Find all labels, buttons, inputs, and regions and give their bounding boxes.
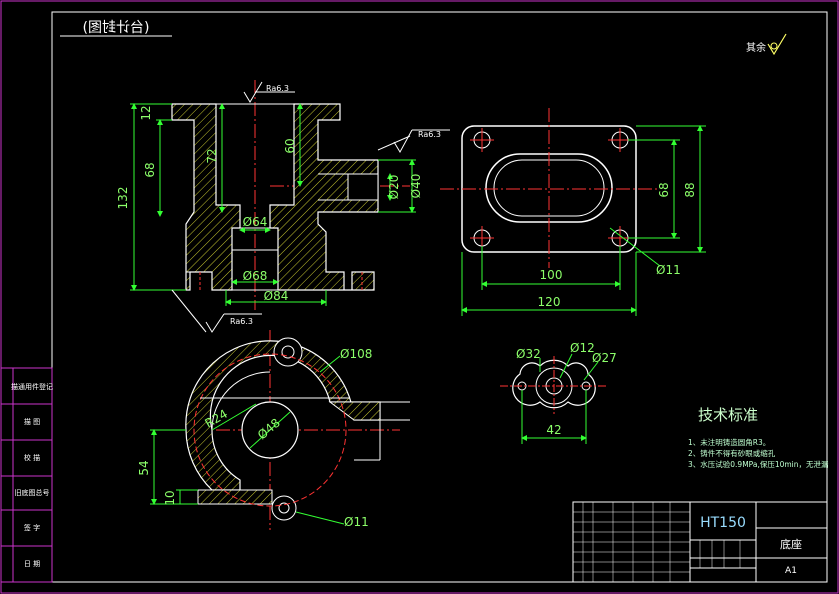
dim-132: 132 — [116, 187, 130, 210]
dim-top-68: 68 — [657, 182, 671, 197]
dim-d20: Ø20 — [387, 175, 401, 200]
gasket-detail — [500, 356, 608, 414]
dim-top-100: 100 — [540, 268, 563, 282]
side-label-3: 旧底图总号 — [15, 488, 50, 497]
side-label-0: 描通用件登记 — [11, 382, 53, 391]
top-dimensions: 68 88 100 120 Ø11 — [461, 125, 706, 316]
part-name: 底座 — [780, 537, 802, 551]
dim-d12: Ø12 — [570, 341, 595, 355]
dim-68: 68 — [143, 162, 157, 177]
stamp-title-box: (台计封图) — [60, 20, 172, 37]
side-label-4: 签 字 — [24, 523, 40, 532]
roughness-0: Ra6.3 — [266, 84, 289, 93]
roughness-check-icon — [767, 33, 787, 56]
dim-72: 72 — [205, 148, 219, 163]
dim-60: 60 — [283, 138, 297, 153]
dim-d68: Ø68 — [243, 269, 268, 283]
stamp-title: (台计封图) — [83, 20, 150, 36]
side-label-2: 校 描 — [24, 453, 40, 462]
side-label-5: 日 期 — [24, 560, 40, 568]
dim-d64: Ø64 — [243, 215, 268, 229]
title-block: HT150 底座 A1 — [572, 501, 828, 583]
gasket-dimensions: Ø32 Ø12 Ø27 42 — [516, 341, 617, 444]
dim-d27: Ø27 — [592, 351, 617, 365]
dim-top-d11: Ø11 — [656, 263, 681, 277]
tech-note-1: 2、铸件不得有砂眼或缩孔 — [688, 448, 776, 458]
dim-d40: Ø40 — [409, 174, 423, 199]
dim-bottom-d11: Ø11 — [344, 515, 369, 529]
tech-note-0: 1、未注明铸造圆角R3。 — [688, 437, 770, 447]
side-label-strip: 描通用件登记 描 图 校 描 旧底图总号 签 字 日 期 — [0, 367, 53, 583]
front-dimensions: Ra6.3 12 72 60 68 132 Ø20 Ø40 Ra6.3 Ø64 — [116, 81, 450, 333]
side-label-1: 描 图 — [24, 417, 40, 426]
tech-note-2: 3、水压试验0.9MPa,保压10min，无泄漏 — [688, 459, 829, 469]
dim-d108: Ø108 — [340, 347, 372, 361]
dim-top-120: 120 — [538, 295, 561, 309]
dim-54: 54 — [137, 460, 151, 475]
dim-d32: Ø32 — [516, 347, 541, 361]
front-section-view — [171, 80, 410, 310]
roughness-1: Ra6.3 — [418, 130, 441, 139]
surface-other-symbol: 其余 — [746, 33, 787, 56]
dim-10: 10 — [163, 490, 177, 505]
tech-notes: 技术标准 1、未注明铸造圆角R3。 2、铸件不得有砂眼或缩孔 3、水压试验0.9… — [688, 406, 829, 469]
scale-code: A1 — [785, 566, 797, 576]
dim-d84: Ø84 — [264, 289, 289, 303]
roughness-2: Ra6.3 — [230, 317, 253, 326]
dim-top-88: 88 — [683, 182, 697, 197]
dim-42: 42 — [546, 423, 561, 437]
tech-heading: 技术标准 — [698, 406, 758, 424]
surface-other-label: 其余 — [746, 41, 766, 54]
inner-frame — [51, 11, 828, 583]
top-flange-view — [440, 108, 660, 268]
dim-12: 12 — [139, 105, 153, 120]
material-label: HT150 — [700, 515, 746, 531]
